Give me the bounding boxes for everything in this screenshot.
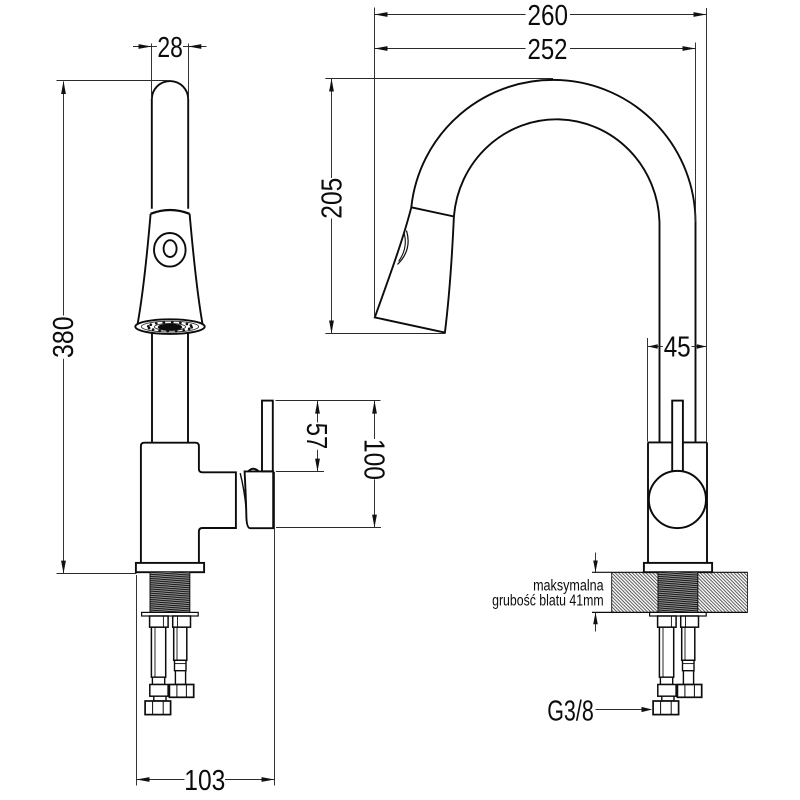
svg-text:maksymalna: maksymalna	[533, 577, 604, 594]
svg-text:260: 260	[528, 0, 569, 32]
svg-text:G3/8: G3/8	[547, 695, 594, 727]
svg-text:grubość blatu 41mm: grubość blatu 41mm	[492, 592, 604, 609]
svg-text:103: 103	[184, 765, 225, 797]
svg-text:28: 28	[157, 32, 183, 64]
svg-text:205: 205	[316, 178, 348, 219]
svg-text:380: 380	[48, 316, 80, 358]
svg-text:252: 252	[528, 34, 568, 66]
svg-text:45: 45	[664, 332, 691, 364]
svg-text:100: 100	[357, 439, 389, 480]
svg-text:57: 57	[300, 423, 332, 450]
